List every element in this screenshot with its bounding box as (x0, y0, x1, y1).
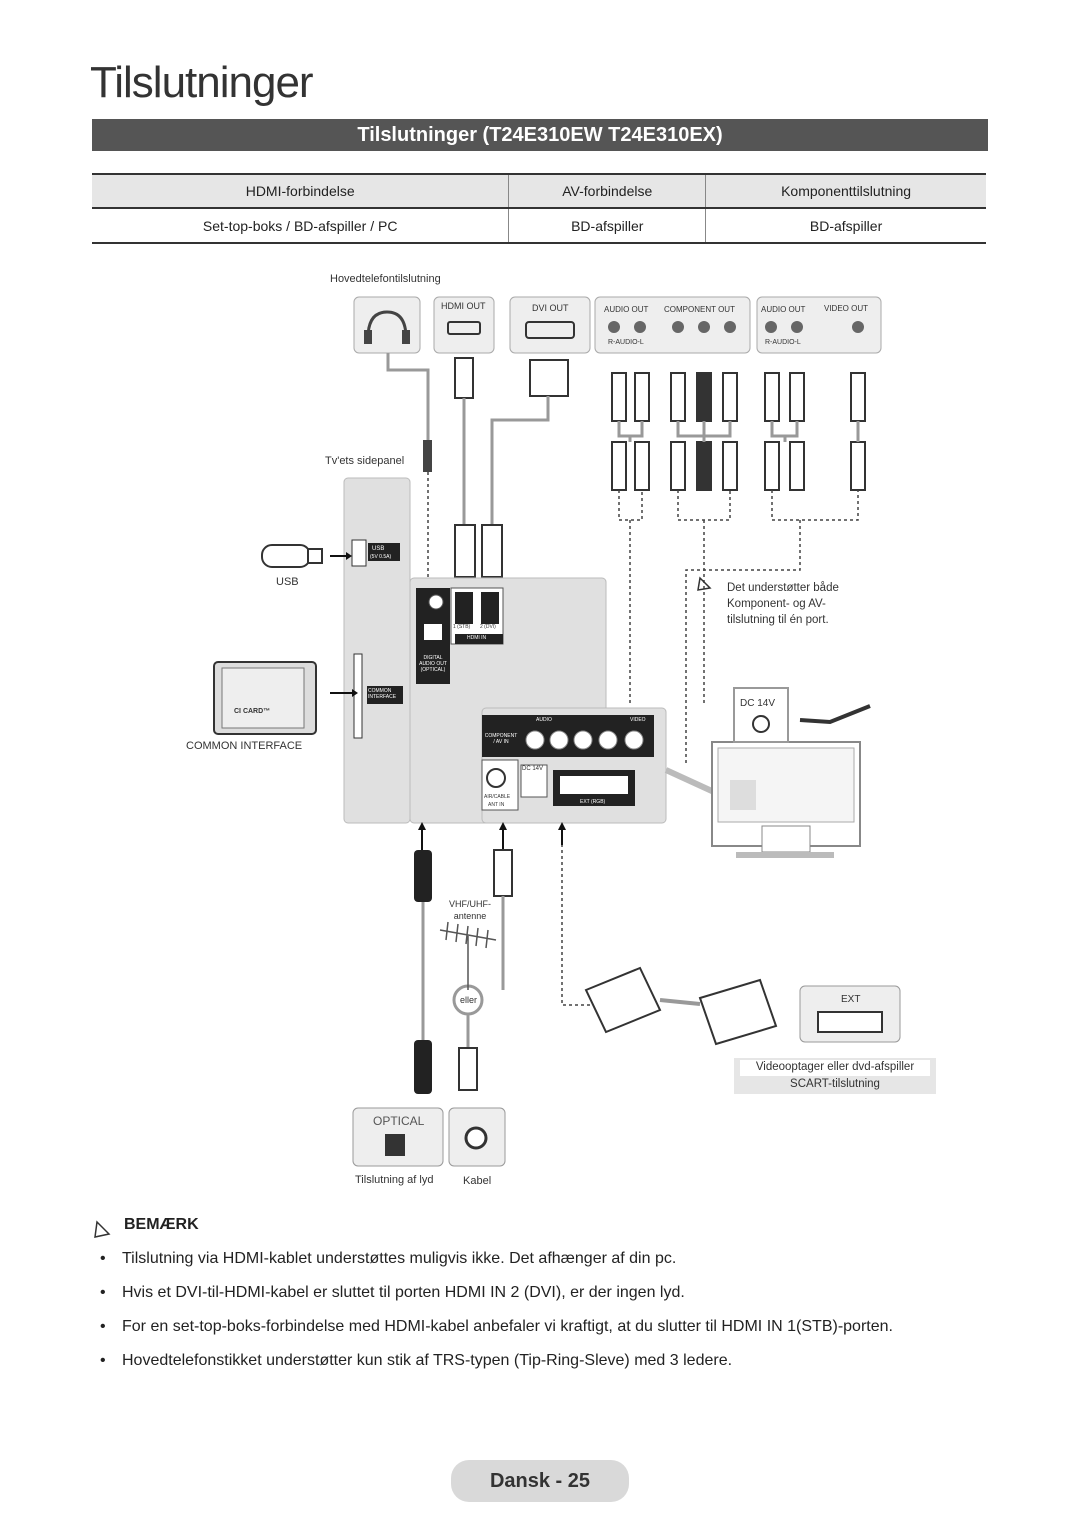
table-cell: Set-top-boks / BD-afspiller / PC (92, 208, 510, 244)
table-cell: BD-afspiller (508, 208, 707, 244)
dc-14v-port-label: DC 14V (522, 766, 544, 772)
usb-port-label: USB (372, 546, 385, 552)
dc-14v-box (733, 687, 789, 743)
ci-card-label: CI CARD™ (234, 708, 271, 715)
pencil-icon (697, 576, 712, 591)
notes-heading: BEMÆRK (124, 1216, 199, 1233)
ci-port-label (367, 686, 403, 704)
audio-port-label: AUDIO (536, 717, 552, 723)
ci-slot (353, 653, 363, 739)
page-title: Tilslutninger (90, 58, 314, 107)
optical-plug-icon (414, 850, 432, 902)
headphone-jack-icon (428, 594, 444, 610)
digital-audio-out-label: DIGITAL AUDIO OUT (OPTICAL) (419, 655, 447, 673)
pencil-icon (94, 1220, 111, 1238)
usb-port-spec: (5V 0.5A) (370, 554, 392, 560)
headphone-plug-icon (423, 440, 432, 472)
ext-rgb-label: EXT (RGB) (580, 799, 606, 805)
antenna-label: VHF/UHF-antenne (449, 899, 491, 921)
scart-plug-icon (698, 978, 778, 1046)
headphone-box (353, 296, 421, 354)
hdmi-out-box (433, 296, 495, 354)
antenna-icon (439, 921, 497, 990)
scart-label: SCART-tilslutning (790, 1078, 880, 1090)
hdmi-in-2-label: 2 (DVI) (480, 624, 496, 630)
audio-out-label: AUDIO OUT (761, 305, 806, 314)
table-header: Komponenttilslutning (705, 173, 986, 209)
component-av-in-label: COMPONENT / AV IN (484, 733, 518, 745)
hdmi-plug-icon (454, 524, 476, 578)
audio-out-label: AUDIO OUT (604, 305, 649, 314)
table-header: AV-forbindelse (508, 173, 707, 209)
dvi-out-label: DVI OUT (532, 303, 569, 313)
table-header-row: HDMI-forbindelse AV-forbindelse Komponen… (92, 173, 986, 209)
r-audio-l-label: R-AUDIO-L (765, 339, 801, 346)
page-number: Dansk - 25 (451, 1460, 629, 1502)
air-cable-label: AIR/CABLE (484, 794, 511, 800)
eller-label: eller (460, 995, 478, 1005)
tv-side-panel (343, 477, 411, 824)
table-header: HDMI-forbindelse (92, 173, 510, 209)
ant-in-label: ANT IN (488, 802, 505, 808)
usb-stick-icon (261, 544, 311, 568)
dc-14v-label: DC 14V (740, 698, 776, 709)
side-panel-label: Tv'ets sidepanel (325, 455, 405, 467)
hdmi-in-1-label: 1 (STB) (453, 624, 471, 630)
component-out-label: COMPONENT OUT (664, 305, 735, 314)
hdmi-out-port-icon (447, 321, 481, 335)
video-out-label: VIDEO OUT (824, 304, 869, 313)
headphone-icon (366, 310, 408, 339)
list-item: Hovedtelefonstikket understøtter kun sti… (100, 1352, 1000, 1372)
component-av-panel (482, 715, 654, 757)
coax-plug-icon (458, 1047, 478, 1091)
notes-list: Tilslutning via HDMI-kablet understøttes… (100, 1250, 1000, 1386)
section-title: Tilslutninger (T24E310EW T24E310EX) (92, 119, 988, 151)
video-port-label: VIDEO (630, 717, 646, 723)
coax-plug-icon (493, 849, 513, 897)
scart-plug-icon (584, 966, 662, 1034)
list-item: Hvis et DVI-til-HDMI-kabel er sluttet ti… (100, 1284, 1000, 1304)
hdmi-in-label: HDMI IN (467, 635, 487, 641)
dvi-plug-icon (529, 359, 569, 397)
vcr-label: Videooptager eller dvd-afspiller (755, 1061, 915, 1073)
list-item: For en set-top-boks-forbindelse med HDMI… (100, 1318, 1000, 1338)
component-av-note: Det understøtter både Komponent- og AV-t… (727, 582, 839, 626)
usb-label: USB (276, 576, 299, 588)
dvi-out-port-icon (525, 321, 575, 339)
ext-label: EXT (841, 994, 861, 1005)
hdmi-plug-icon (481, 524, 503, 578)
common-interface-label: COMMON INTERFACE (186, 740, 303, 752)
cable-label: Kabel (463, 1175, 492, 1187)
table-cell: BD-afspiller (705, 208, 986, 244)
optical-label: OPTICAL (373, 1114, 425, 1128)
rca-plugs-icon (611, 372, 866, 491)
sound-connection-label: Tilslutning af lyd (355, 1174, 434, 1186)
hdmi-out-label: HDMI OUT (441, 301, 486, 311)
list-item: Tilslutning via HDMI-kablet understøttes… (100, 1250, 1000, 1270)
connection-table: HDMI-forbindelse AV-forbindelse Komponen… (92, 173, 986, 244)
coax-socket-icon (464, 1126, 488, 1150)
table-row: Set-top-boks / BD-afspiller / PC BD-afsp… (92, 208, 986, 244)
dc-in-port (520, 764, 548, 798)
usb-port (368, 543, 400, 561)
optical-plug-icon (414, 1040, 432, 1094)
optical-port-icon (424, 624, 442, 640)
r-audio-l-label: R-AUDIO-L (608, 339, 644, 346)
ci-port-label-text: COMMON INTERFACE (368, 688, 397, 700)
video-out-box (756, 296, 882, 354)
headphone-label: Hovedtelefontilslutning (330, 273, 441, 285)
hdmi-plug-icon (454, 357, 474, 399)
